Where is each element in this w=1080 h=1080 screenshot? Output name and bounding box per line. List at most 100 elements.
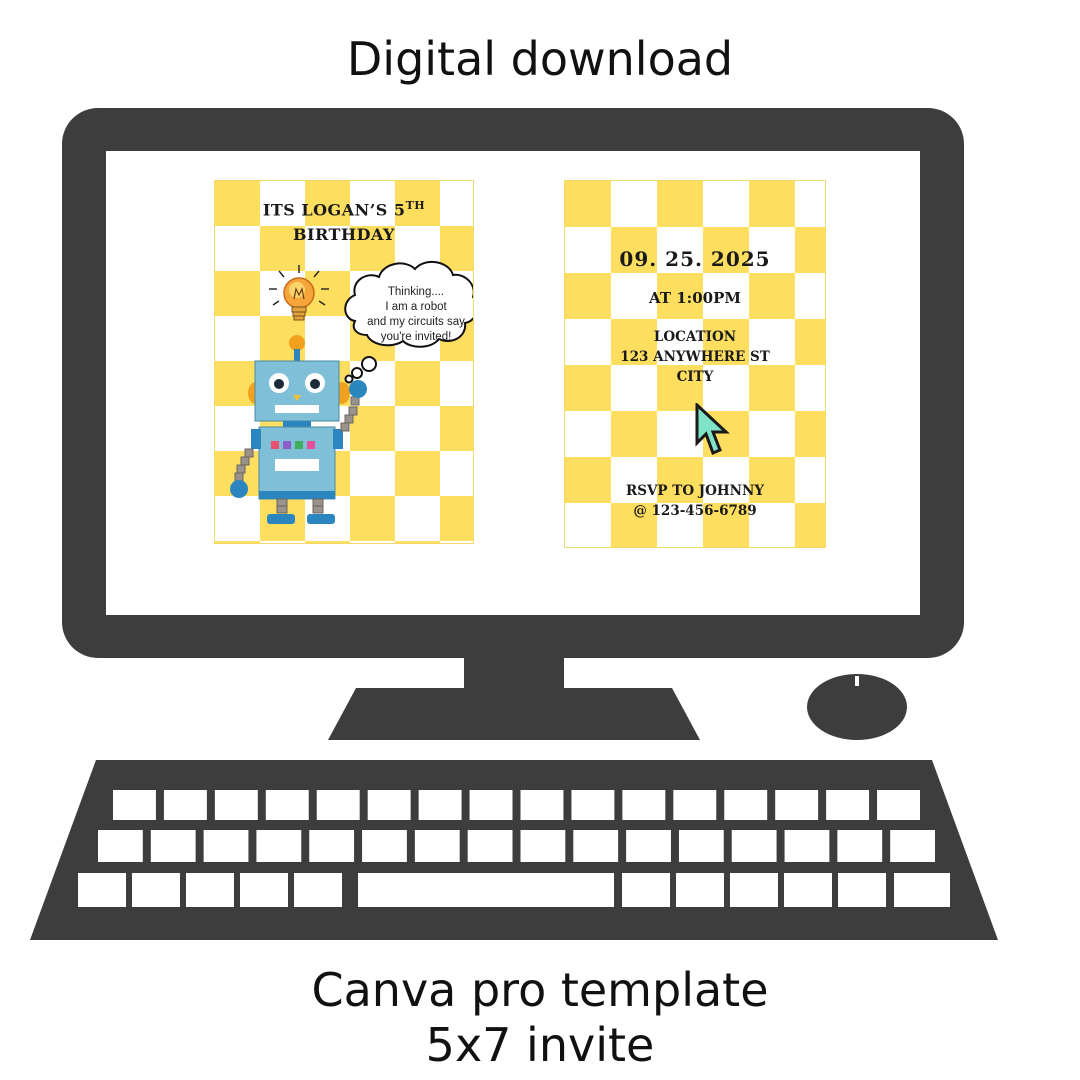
checker-square: [703, 227, 749, 273]
event-time: AT 1:00PM: [649, 289, 741, 307]
checker-square: [440, 406, 473, 451]
checker-square: [350, 496, 395, 541]
keyboard-key: [469, 790, 513, 820]
page-title: Digital download: [346, 32, 734, 86]
checker-square: [440, 226, 473, 271]
checker-square: [395, 541, 440, 543]
keyboard-key: [784, 873, 832, 907]
keyboard-key: [837, 830, 883, 862]
rsvp-name: RSVP TO JOHNNY: [625, 483, 765, 499]
keyboard-key: [784, 830, 830, 862]
keyboard-key: [724, 790, 768, 820]
checker-square: [657, 457, 703, 503]
keyboard-key: [622, 873, 670, 907]
checker-square: [215, 541, 260, 543]
keyboard-key: [203, 830, 249, 862]
checker-square: [657, 273, 703, 319]
monitor: ITS LOGAN’S 5TH BIRTHDAY Thinking.... I …: [62, 108, 964, 658]
event-date: 09. 25. 2025: [619, 247, 771, 271]
lightbulb-icon: [269, 265, 329, 321]
checker-square: [440, 496, 473, 541]
keyboard-key: [622, 790, 666, 820]
keyboard-key: [775, 790, 819, 820]
keyboard-key: [362, 830, 407, 862]
keyboard-key: [838, 873, 886, 907]
keyboard-key: [890, 830, 935, 862]
location-street: 123 ANYWHERE ST: [620, 349, 770, 365]
footer-line1: Canva pro template: [311, 963, 769, 1017]
keyboard-key: [626, 830, 671, 862]
mouse-cursor-icon: [695, 403, 730, 456]
thought-line: I am a robot: [385, 301, 447, 313]
checker-square: [749, 365, 795, 411]
rsvp-phone: @ 123-456-6789: [633, 503, 757, 519]
location-label: LOCATION: [653, 329, 737, 345]
keyboard-key: [877, 790, 920, 820]
checker-square: [703, 319, 749, 365]
keyboard-key: [731, 830, 777, 862]
thought-line: and my circuits say: [367, 316, 465, 328]
robot-illustration: [230, 335, 367, 524]
thought-bubble: [344, 260, 473, 384]
keyboard-key: [367, 790, 411, 820]
invite-title-text: ITS LOGAN’S 5: [262, 200, 406, 220]
keyboard-key: [214, 790, 258, 820]
invite-title-line1: ITS LOGAN’S 5TH: [215, 199, 473, 219]
checker-square: [215, 271, 260, 316]
invite-title-superscript: TH: [405, 199, 426, 212]
checker-square: [657, 181, 703, 227]
keyboard-key: [78, 873, 126, 907]
checker-square: [795, 319, 825, 365]
checker-square: [795, 411, 825, 457]
thought-bubble-text: Thinking.... I am a robot and my circuit…: [357, 285, 473, 345]
checker-square: [611, 503, 657, 547]
keyboard-key: [294, 873, 342, 907]
checker-square: [795, 227, 825, 273]
checker-square: [657, 365, 703, 411]
checker-square: [611, 319, 657, 365]
keyboard-key: [467, 830, 513, 862]
keyboard-key: [571, 790, 615, 820]
keyboard-key: [678, 830, 724, 862]
monitor-screen: ITS LOGAN’S 5TH BIRTHDAY Thinking.... I …: [106, 151, 920, 615]
checker-square: [795, 503, 825, 547]
keyboard: [30, 760, 998, 940]
monitor-base: [328, 688, 700, 740]
keyboard-key: [256, 830, 302, 862]
checker-square: [350, 226, 395, 271]
checker-square: [395, 451, 440, 496]
keyboard-key: [676, 873, 724, 907]
thought-line: you're invited!: [380, 331, 452, 343]
keyboard-key: [316, 790, 360, 820]
keyboard-keys: [78, 790, 950, 907]
checker-square: [565, 365, 611, 411]
checker-square: [215, 181, 260, 226]
checker-square: [749, 181, 795, 227]
keyboard-key: [414, 830, 460, 862]
location-city: CITY: [676, 369, 714, 385]
checker-square: [611, 411, 657, 457]
keyboard-key: [265, 790, 309, 820]
checker-square: [703, 503, 749, 547]
computer-mouse: [807, 674, 907, 740]
keyboard-key: [520, 790, 564, 820]
footer-line2: 5x7 invite: [425, 1018, 655, 1072]
thought-line: Thinking....: [387, 286, 445, 298]
keyboard-key: [132, 873, 180, 907]
checker-square: [305, 181, 350, 226]
checker-square: [565, 181, 611, 227]
checker-square: [749, 457, 795, 503]
keyboard-key: [240, 873, 288, 907]
invite-card-details: 09. 25. 2025 AT 1:00PM LOCATION 123 ANYW…: [564, 180, 826, 548]
keyboard-key: [573, 830, 619, 862]
mouse-scroll-line: [855, 676, 859, 686]
checker-square: [565, 273, 611, 319]
invite-card-front: ITS LOGAN’S 5TH BIRTHDAY Thinking.... I …: [214, 180, 474, 544]
keyboard-key: [309, 830, 355, 862]
checker-square: [611, 227, 657, 273]
keyboard-key: [520, 830, 566, 862]
keyboard-key: [730, 873, 778, 907]
checkerboard-background: [565, 181, 825, 547]
monitor-neck: [464, 656, 564, 692]
keyboard-key: [358, 873, 614, 907]
